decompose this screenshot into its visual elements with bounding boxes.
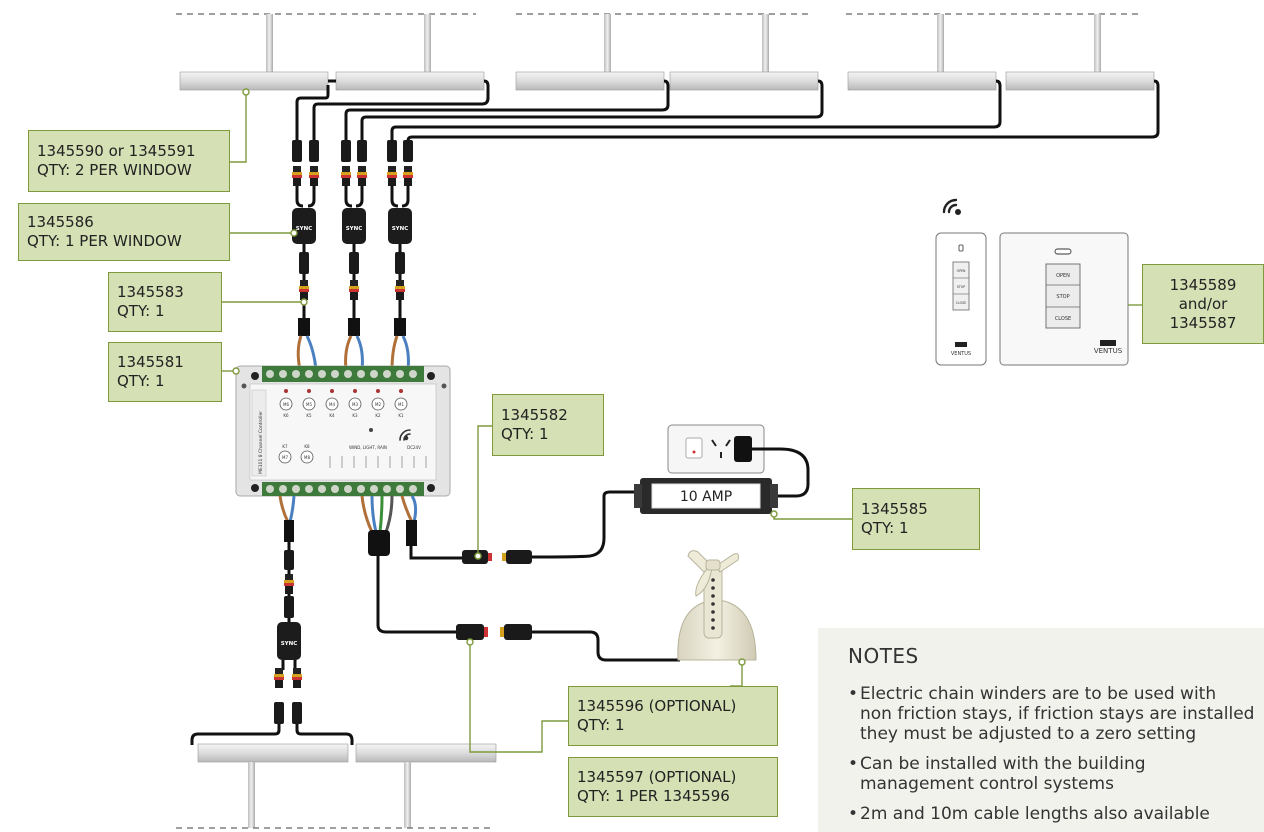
svg-text:VENTUS: VENTUS	[1094, 347, 1123, 355]
window-cables	[295, 79, 1160, 143]
sync-module-4: SYNC	[277, 622, 301, 660]
svg-text:10 AMP: 10 AMP	[680, 489, 732, 505]
svg-text:SYNC: SYNC	[392, 226, 409, 232]
controller-bottom-wiring	[278, 490, 680, 662]
extension-cables	[296, 244, 410, 371]
weather-sensor	[677, 550, 757, 661]
note-item: Electric chain winders are to be used wi…	[848, 684, 1264, 744]
svg-text:K7: K7	[282, 444, 288, 449]
callout-psu-cable: 1345582 QTY: 1	[492, 394, 604, 456]
svg-text:M8: M8	[304, 455, 310, 460]
sync-module-2: SYNC	[342, 208, 366, 244]
chain-winder-8	[355, 743, 497, 763]
top-window-group	[176, 13, 1155, 91]
svg-text:SYNC: SYNC	[346, 226, 363, 232]
svg-text:K4: K4	[329, 413, 335, 418]
svg-text:K6: K6	[283, 413, 289, 418]
chain-winder-4	[669, 71, 819, 91]
callout-part-number: 1345583	[117, 283, 184, 301]
svg-text:CLOSE: CLOSE	[1055, 316, 1071, 322]
bottom-window-group: SYNC	[176, 622, 497, 829]
callout-quantity: QTY: 1 PER 1345596	[577, 787, 730, 805]
sync-module-3: SYNC	[388, 208, 412, 244]
callout-sync: 1345586 QTY: 1 PER WINDOW	[18, 203, 230, 261]
svg-text:OPEN: OPEN	[957, 269, 966, 273]
callout-part-number: 1345596 (OPTIONAL)	[577, 697, 737, 715]
callout-weather-sensor: 1345596 (OPTIONAL) QTY: 1	[568, 686, 778, 746]
notes-panel: NOTES Electric chain winders are to be u…	[818, 628, 1264, 832]
callout-extension: 1345583 QTY: 1	[108, 272, 222, 332]
svg-text:SYNC: SYNC	[281, 641, 298, 647]
callout-part-number: 1345589	[1169, 275, 1237, 294]
callout-quantity: QTY: 1	[117, 302, 165, 320]
svg-text:SYNC: SYNC	[296, 226, 313, 232]
svg-text:OPEN: OPEN	[1056, 273, 1070, 279]
callout-quantity: QTY: 1	[861, 519, 909, 537]
chain-winder-7	[197, 743, 349, 763]
callout-part-number: 1345597 (OPTIONAL)	[577, 768, 737, 786]
callout-quantity: QTY: 1	[117, 372, 165, 390]
chain-winder-5	[847, 71, 997, 91]
svg-text:CLOSE: CLOSE	[956, 301, 966, 305]
callout-psu: 1345585 QTY: 1	[852, 488, 980, 550]
wireless-icon	[399, 429, 411, 441]
svg-text:M6: M6	[283, 402, 289, 407]
connector-stacks	[292, 140, 413, 208]
svg-text:K2: K2	[375, 413, 381, 418]
callout-part-number: 1345585	[861, 500, 928, 518]
callout-window-cable: 1345590 or 1345591 QTY: 2 PER WINDOW	[28, 130, 230, 192]
svg-text:K8: K8	[304, 444, 310, 449]
callout-quantity: QTY: 1	[501, 425, 549, 443]
svg-text:K3: K3	[352, 413, 358, 418]
callout-quantity: QTY: 1 PER WINDOW	[27, 232, 182, 250]
svg-text:VENTUS: VENTUS	[951, 351, 971, 357]
power-plug	[734, 436, 810, 498]
svg-text:M1: M1	[398, 402, 404, 407]
svg-text:M3: M3	[352, 402, 358, 407]
controller-unit: ME101 8 Channel Controller M6 M5 M4 M3 M…	[235, 365, 451, 497]
callout-part-number: 1345590 or 1345591	[37, 142, 196, 160]
svg-text:M7: M7	[282, 455, 288, 460]
chain-winder-3	[515, 71, 665, 91]
callout-part-number: 1345582	[501, 406, 568, 424]
svg-text:WIND, LIGHT, RAIN: WIND, LIGHT, RAIN	[349, 445, 387, 450]
chain-winder-1	[179, 71, 329, 91]
svg-text:K5: K5	[306, 413, 312, 418]
leader-lines	[222, 92, 1142, 753]
svg-text:STOP: STOP	[1056, 294, 1069, 300]
wireless-signal-icon	[942, 198, 961, 215]
sync-module-1: SYNC	[292, 208, 316, 244]
callout-weather-cable: 1345597 (OPTIONAL) QTY: 1 PER 1345596	[568, 757, 778, 817]
chain-winder-2	[335, 71, 485, 91]
svg-text:DC24V: DC24V	[407, 445, 421, 450]
svg-text:ME101 8 Channel Controller: ME101 8 Channel Controller	[258, 411, 264, 474]
note-item: Can be installed with the building manag…	[848, 754, 1264, 794]
callout-conjunction: and/or	[1178, 294, 1228, 313]
svg-text:M2: M2	[375, 402, 381, 407]
callout-quantity: QTY: 2 PER WINDOW	[37, 161, 192, 179]
svg-text:M4: M4	[329, 402, 335, 407]
note-item: 2m and 10m cable lengths also available	[848, 804, 1264, 824]
notes-list: Electric chain winders are to be used wi…	[848, 684, 1264, 824]
callout-controller: 1345581 QTY: 1	[108, 342, 222, 402]
svg-text:K1: K1	[398, 413, 404, 418]
handheld-remote[interactable]: OPEN STOP CLOSE VENTUS	[935, 232, 987, 366]
callout-part-number: 1345581	[117, 353, 184, 371]
power-supply-unit: 10 AMP	[634, 478, 778, 514]
svg-text:M5: M5	[306, 402, 312, 407]
callout-part-number-alt: 1345587	[1169, 313, 1237, 332]
callout-part-number: 1345586	[27, 213, 94, 231]
svg-text:STOP: STOP	[957, 285, 965, 289]
callout-quantity: QTY: 1	[577, 716, 625, 734]
leader-dots	[232, 88, 778, 666]
notes-title: NOTES	[848, 644, 919, 668]
wall-switch[interactable]: OPEN STOP CLOSE VENTUS	[999, 232, 1129, 366]
chain-winder-6	[1005, 71, 1155, 91]
callout-remote: 1345589 and/or 1345587	[1142, 264, 1264, 344]
